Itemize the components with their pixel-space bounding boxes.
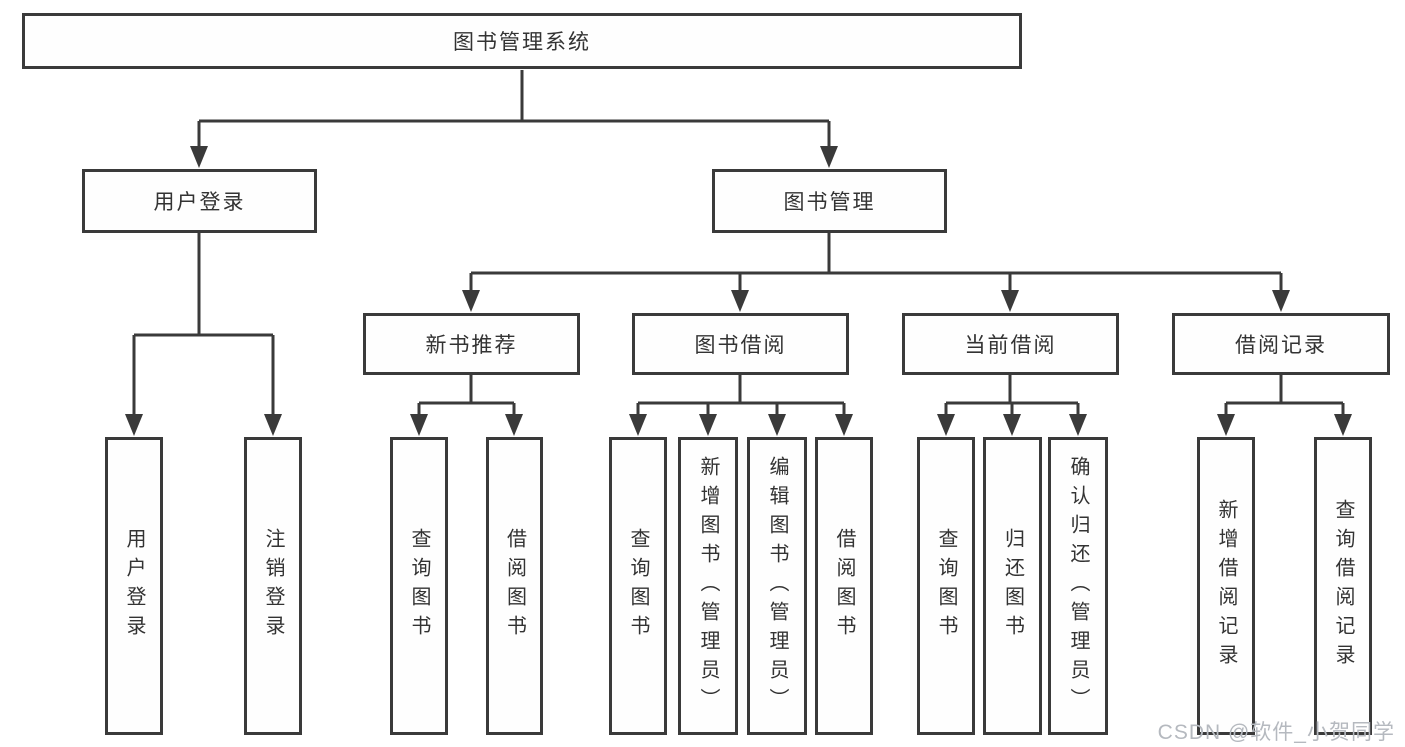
leaf-label: 新增借阅记录 <box>1215 499 1237 673</box>
leaf-query-books-current: 查询图书 <box>917 437 975 735</box>
node-borrowing-records: 借阅记录 <box>1172 313 1390 375</box>
leaf-edit-books-admin: 编辑图书（管理员） <box>747 437 807 735</box>
node-user-login: 用户登录 <box>82 169 317 233</box>
node-current-borrowing: 当前借阅 <box>902 313 1119 375</box>
leaf-label: 查询图书 <box>627 528 649 644</box>
leaf-label: 借阅图书 <box>833 528 855 644</box>
leaf-query-borrow-record: 查询借阅记录 <box>1314 437 1372 735</box>
leaf-logout: 注销登录 <box>244 437 302 735</box>
node-book-management: 图书管理 <box>712 169 947 233</box>
leaf-label: 确认归还（管理员） <box>1067 455 1089 717</box>
leaf-return-books: 归还图书 <box>983 437 1042 735</box>
node-library-management-system: 图书管理系统 <box>22 13 1022 69</box>
leaf-query-books-recommend: 查询图书 <box>390 437 448 735</box>
node-book-borrowing: 图书借阅 <box>632 313 849 375</box>
leaf-confirm-return-admin: 确认归还（管理员） <box>1048 437 1108 735</box>
node-new-book-recommendation: 新书推荐 <box>363 313 580 375</box>
leaf-label: 编辑图书（管理员） <box>766 455 788 717</box>
watermark: CSDN @软件_小贺同学 <box>1157 721 1395 744</box>
leaf-label: 查询借阅记录 <box>1332 499 1354 673</box>
leaf-label: 查询图书 <box>408 528 430 644</box>
leaf-label: 新增图书（管理员） <box>697 455 719 717</box>
leaf-label: 归还图书 <box>1001 528 1024 644</box>
leaf-label: 注销登录 <box>262 528 284 644</box>
leaf-query-books-borrowing: 查询图书 <box>609 437 667 735</box>
leaf-label: 借阅图书 <box>503 528 526 644</box>
leaf-user-login: 用户登录 <box>105 437 163 735</box>
leaf-add-books-admin: 新增图书（管理员） <box>678 437 738 735</box>
leaf-label: 用户登录 <box>123 528 145 644</box>
leaf-borrow-books-recommend: 借阅图书 <box>486 437 543 735</box>
leaf-label: 查询图书 <box>935 528 957 644</box>
leaf-borrow-books: 借阅图书 <box>815 437 873 735</box>
arrowheads <box>125 146 1352 436</box>
leaf-add-borrow-record: 新增借阅记录 <box>1197 437 1255 735</box>
